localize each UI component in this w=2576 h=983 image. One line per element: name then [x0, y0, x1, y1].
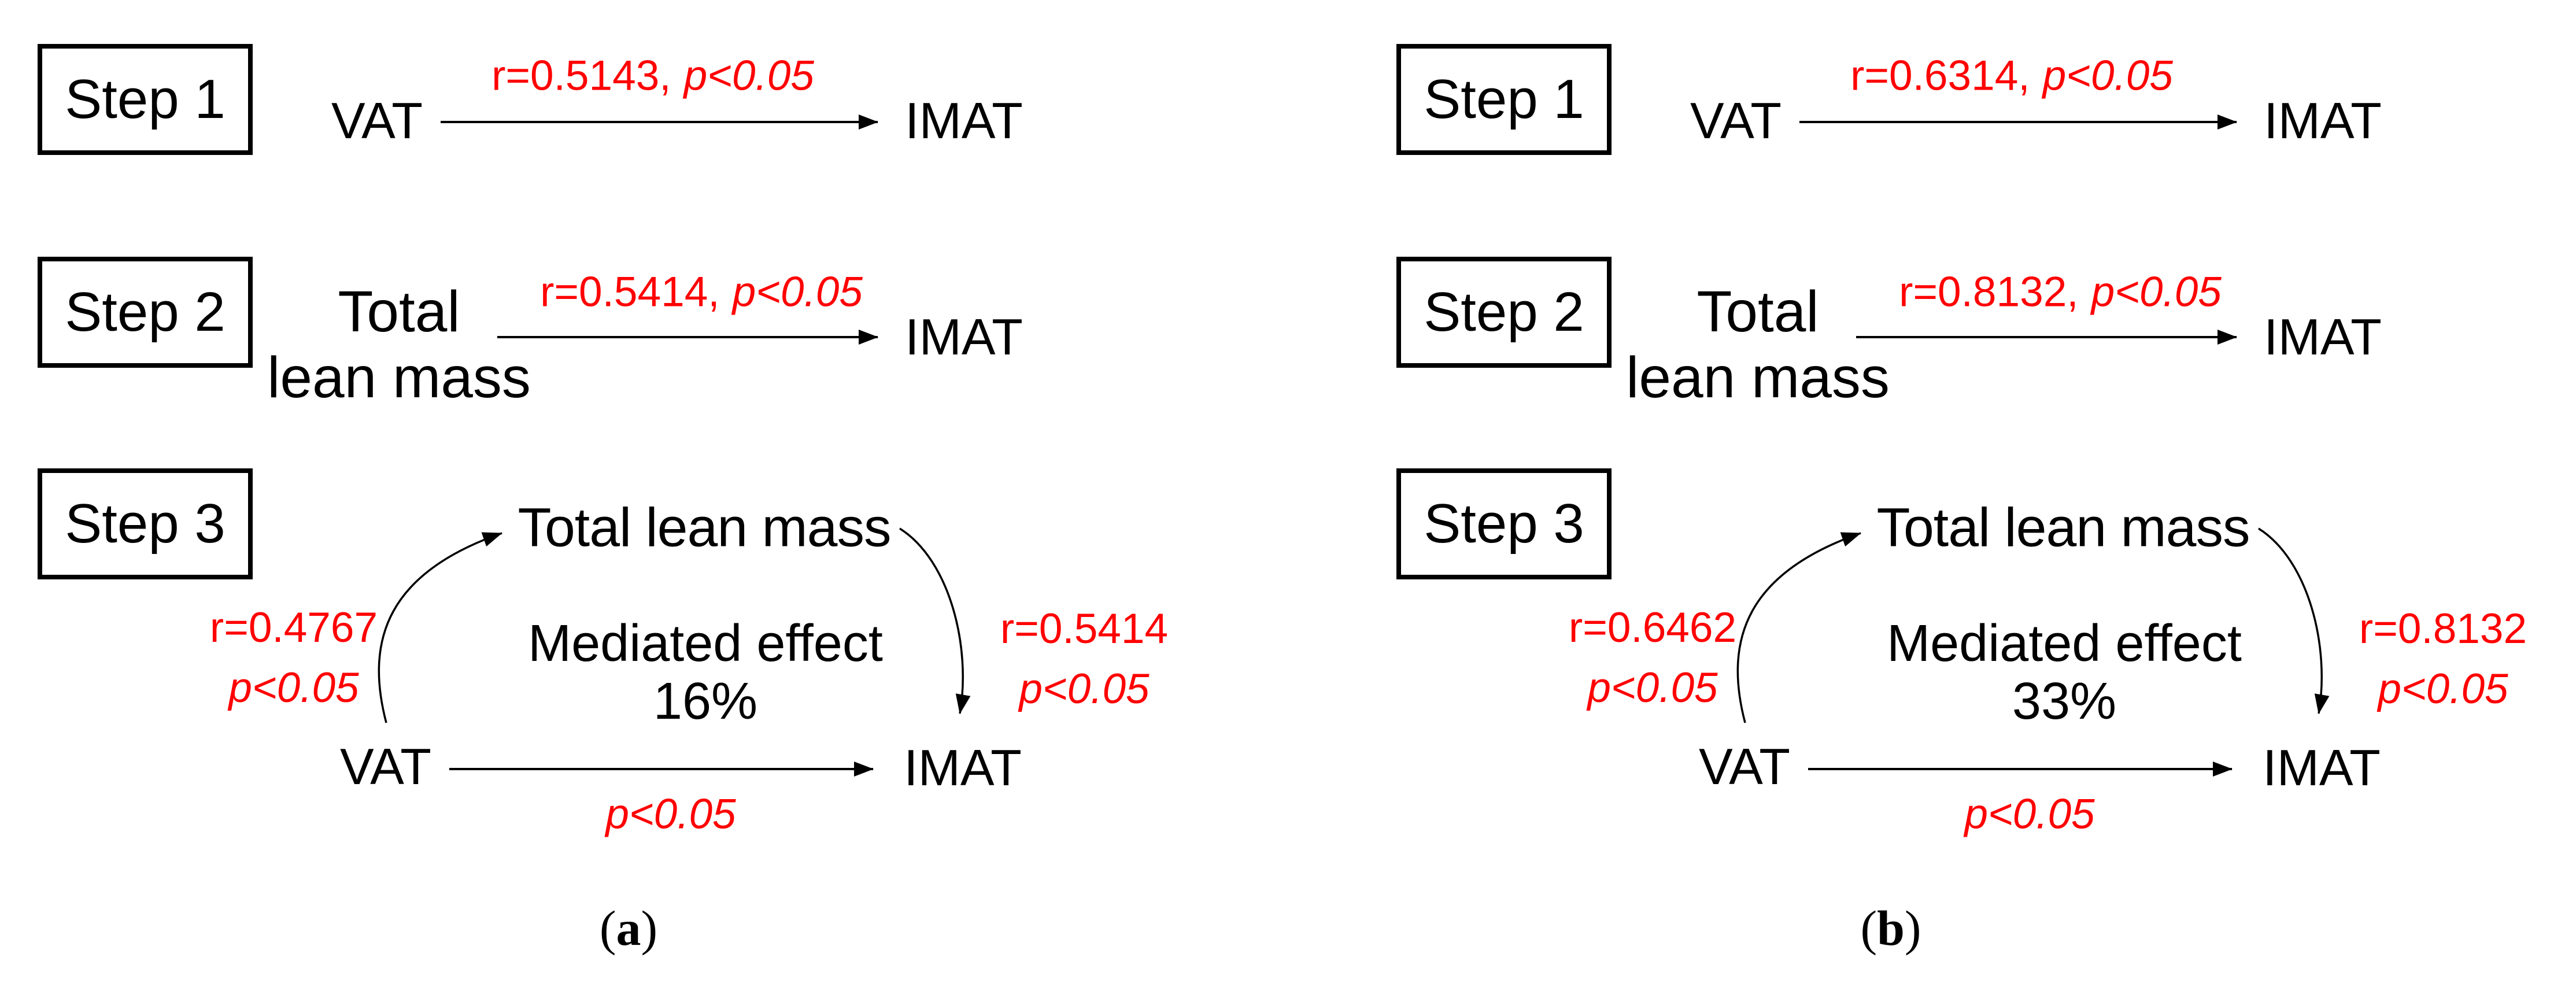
- r-value: r=0.5414: [1000, 605, 1169, 652]
- lean-mass-line: lean mass: [1626, 345, 1890, 410]
- mediated-effect-value: 33%: [2012, 672, 2117, 730]
- r-value: r=0.6462: [1568, 604, 1737, 651]
- caption-paren: ): [641, 900, 658, 956]
- step3-path-a-label: r=0.4767 p<0.05: [210, 598, 378, 718]
- step3-imat-node: IMAT: [904, 739, 1022, 796]
- step-2-box: Step 2: [1396, 257, 1612, 368]
- step1-correlation-label: r=0.6314, p<0.05: [1850, 52, 2173, 100]
- mediation-path-b-arrow: [2258, 527, 2330, 714]
- p-value: p<0.05: [732, 268, 863, 316]
- caption-b: (b): [1860, 899, 1921, 957]
- p-value: p<0.05: [1019, 666, 1150, 712]
- r-value: r=0.5143,: [491, 52, 671, 99]
- p-value: p<0.05: [2042, 52, 2173, 99]
- total-line: Total: [338, 279, 460, 344]
- step-1-box: Step 1: [38, 44, 253, 155]
- p-value: p<0.05: [1587, 664, 1718, 711]
- r-value: r=0.6314,: [1850, 52, 2030, 99]
- step-2-box: Step 2: [38, 257, 253, 368]
- step3-vat-node: VAT: [339, 738, 432, 795]
- p-value: p<0.05: [1964, 790, 2095, 838]
- mediation-path-a-arrow: [378, 532, 502, 723]
- mediated-effect-text: Mediated effect: [1887, 615, 2242, 672]
- caption-paren: ): [1904, 900, 1921, 956]
- step3-mediator-node: Total lean mass: [518, 497, 891, 559]
- step3-direct-p-label: p<0.05: [605, 790, 736, 838]
- caption-letter: b: [1877, 900, 1905, 956]
- figure-panel-b: Step 1 Step 2 Step 3 VAT r=0.6314, p<0.05…: [1359, 0, 2576, 983]
- lean-mass-line: lean mass: [267, 345, 531, 410]
- step3-path-b-label: r=0.5414 p<0.05: [1000, 599, 1168, 719]
- r-value: r=0.8132,: [1899, 268, 2079, 316]
- step3-path-a-label: r=0.6462 p<0.05: [1569, 598, 1736, 718]
- step2-total-lean-mass-node: Total lean mass: [1626, 279, 1890, 411]
- mediated-effect-label: Mediated effect 33%: [1887, 615, 2242, 730]
- total-line: Total: [1697, 279, 1819, 344]
- p-value: p<0.05: [228, 664, 359, 711]
- arrows-layer-b: [1736, 114, 2330, 777]
- caption-paren: (: [599, 900, 616, 956]
- step3-path-b-label: r=0.8132 p<0.05: [2359, 599, 2527, 719]
- r-value: r=0.5414,: [540, 268, 720, 316]
- step1-correlation-label: r=0.5143, p<0.05: [491, 52, 814, 100]
- step-3-box: Step 3: [1396, 468, 1612, 579]
- r-value: r=0.8132: [2359, 605, 2527, 652]
- mediated-effect-text: Mediated effect: [528, 615, 883, 672]
- p-value: p<0.05: [2378, 666, 2508, 712]
- step2-correlation-label: r=0.8132,p<0.05: [1899, 268, 2222, 316]
- step2-total-lean-mass-node: Total lean mass: [267, 279, 531, 411]
- step1-imat-node: IMAT: [2264, 92, 2382, 149]
- step3-vat-node: VAT: [1698, 738, 1791, 795]
- arrows-layer-a: [378, 114, 971, 777]
- step3-mediator-node: Total lean mass: [1876, 497, 2250, 559]
- mediated-effect-label: Mediated effect 16%: [528, 615, 883, 730]
- step-3-box: Step 3: [38, 468, 253, 579]
- step2-correlation-label: r=0.5414,p<0.05: [540, 268, 863, 316]
- mediation-path-a-arrow: [1736, 532, 1861, 723]
- step1-imat-node: IMAT: [905, 92, 1023, 149]
- step3-imat-node: IMAT: [2263, 739, 2381, 796]
- step3-direct-p-label: p<0.05: [1964, 790, 2094, 838]
- step-1-box: Step 1: [1396, 44, 1612, 155]
- caption-letter: a: [616, 900, 641, 956]
- caption-a: (a): [600, 899, 657, 957]
- caption-paren: (: [1860, 900, 1878, 956]
- figure-panel-a: Step 1 Step 2 Step 3 VAT r=0.5143, p<0.05…: [0, 0, 1217, 983]
- step1-vat-node: VAT: [1690, 92, 1782, 149]
- p-value: p<0.05: [683, 52, 814, 99]
- step2-imat-node: IMAT: [2264, 308, 2382, 365]
- mediation-path-b-arrow: [899, 527, 971, 714]
- step2-imat-node: IMAT: [905, 308, 1023, 365]
- r-value: r=0.4767: [209, 604, 378, 651]
- p-value: p<0.05: [605, 790, 736, 838]
- p-value: p<0.05: [2091, 268, 2222, 316]
- mediated-effect-value: 16%: [653, 672, 758, 730]
- step1-vat-node: VAT: [331, 92, 423, 149]
